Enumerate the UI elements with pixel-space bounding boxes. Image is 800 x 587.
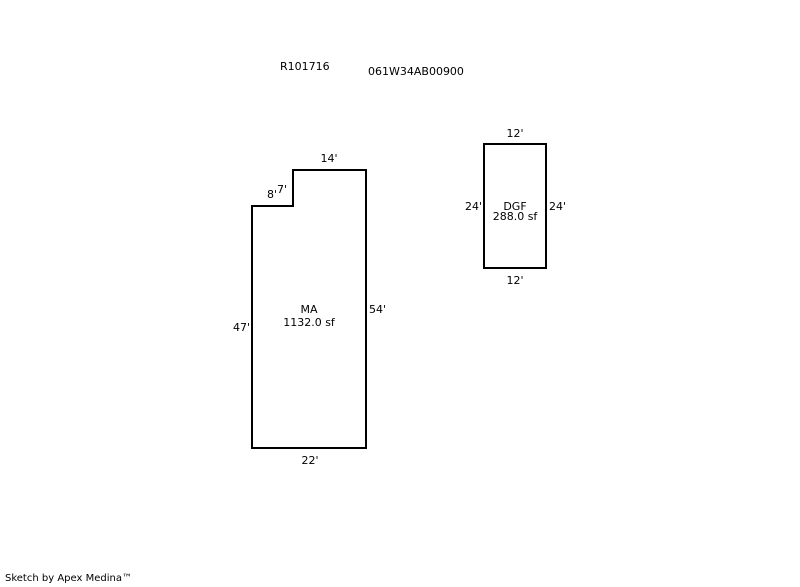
account-id: R101716 [280, 60, 330, 73]
dgf-top-dimension: 12' [506, 127, 523, 140]
ma-bottom-dimension: 22' [301, 454, 318, 467]
ma-step-vertical-dimension: 7' [277, 183, 287, 196]
dgf-right-dimension: 24' [549, 200, 566, 213]
dgf-left-dimension: 24' [465, 200, 482, 213]
ma-area-code: MA [300, 303, 317, 316]
map-tax-lot: 061W34AB00900 [368, 65, 464, 78]
ma-area-size: 1132.0 sf [283, 316, 336, 329]
ma-right-dimension: 54' [369, 303, 386, 316]
dgf-area-outline [483, 143, 547, 269]
ma-step-horizontal-dimension: 8' [267, 188, 277, 201]
dgf-bottom-dimension: 12' [506, 274, 523, 287]
ma-area-outline [251, 169, 367, 449]
dgf-area-code: DGF [503, 200, 526, 213]
ma-left-dimension: 47' [233, 321, 250, 334]
sketch-credit: Sketch by Apex Medina™ [5, 573, 132, 584]
ma-top-dimension: 14' [320, 152, 337, 165]
dgf-area-size: 288.0 sf [493, 210, 539, 223]
